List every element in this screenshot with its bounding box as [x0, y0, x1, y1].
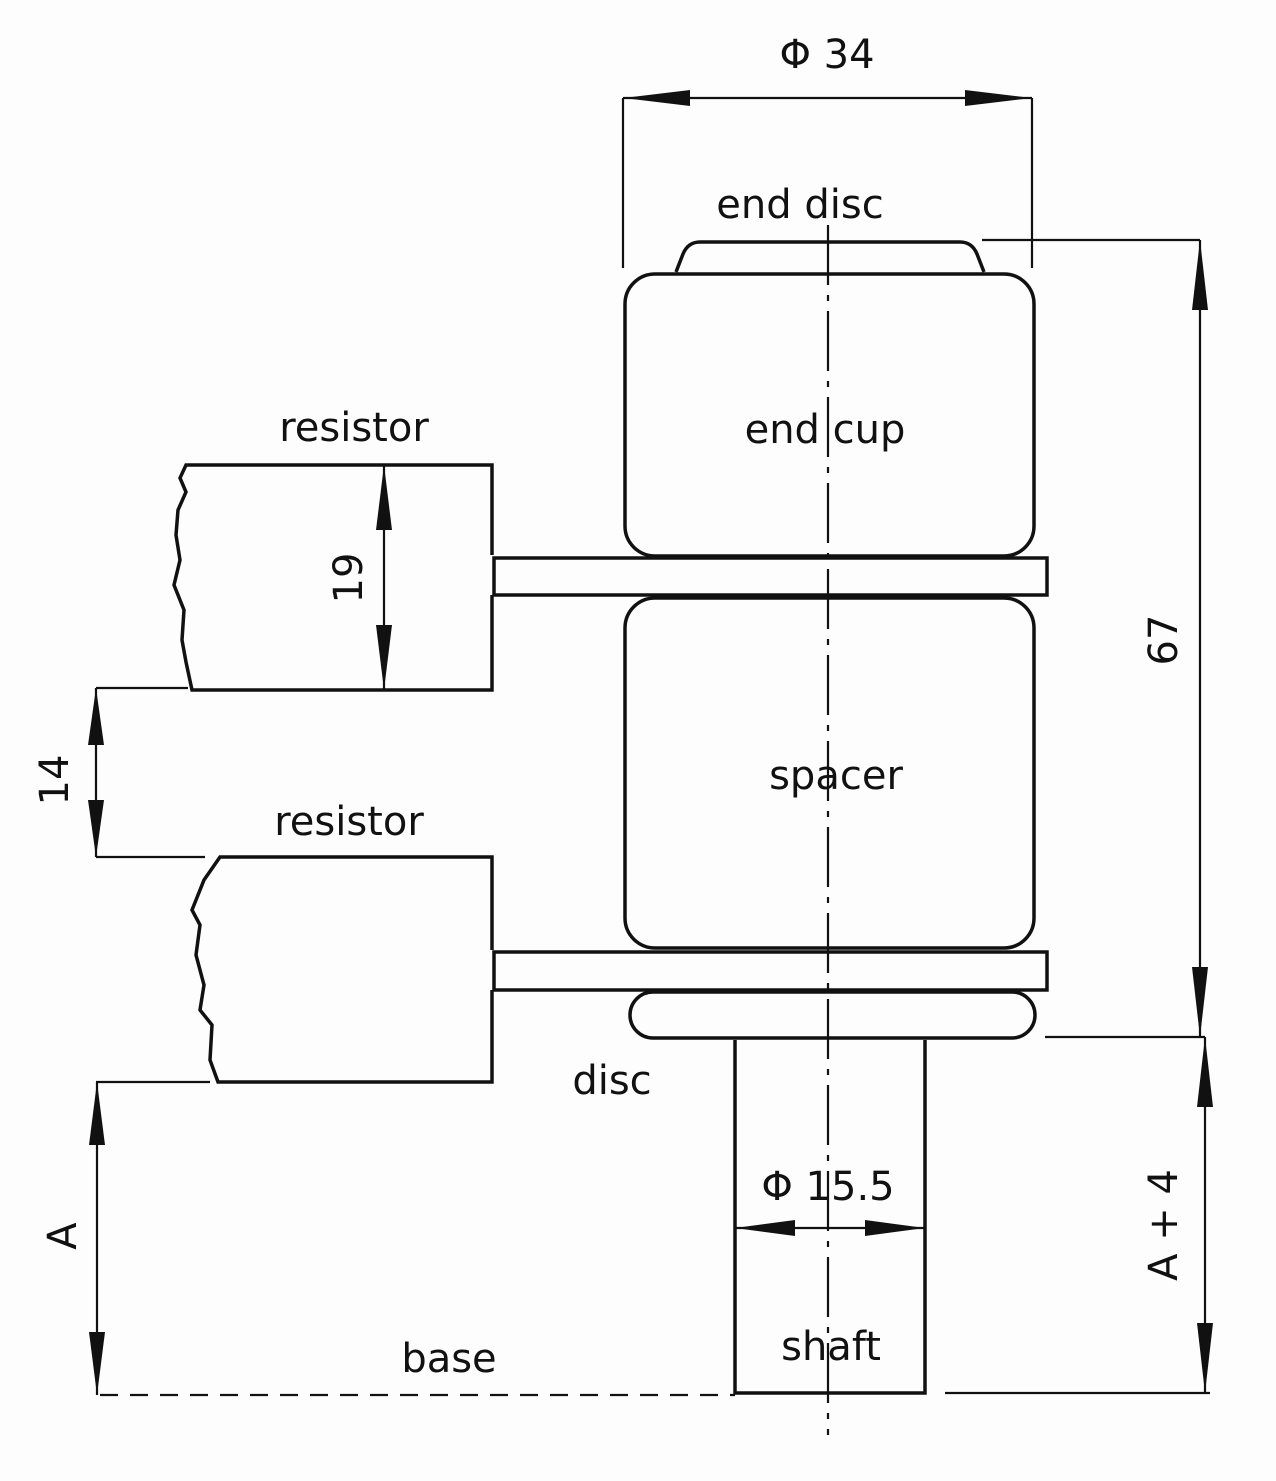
spacer-block [623, 596, 1036, 950]
label-dia-15-5: Φ 15.5 [761, 1164, 894, 1210]
label-shaft: shaft [781, 1324, 881, 1370]
label-dim-67: 67 [1141, 615, 1187, 666]
label-end-cup: end cup [745, 407, 906, 453]
label-resistor-top: resistor [279, 405, 429, 451]
dim-diameter-15-5 [735, 1220, 925, 1236]
disc-ring [628, 990, 1037, 1040]
label-dia-34: Φ 34 [779, 32, 874, 78]
label-spacer: spacer [769, 753, 903, 799]
lower-plate [492, 950, 1049, 992]
label-end-disc: end disc [716, 182, 883, 228]
label-disc: disc [572, 1058, 651, 1104]
label-dim-14: 14 [32, 755, 78, 806]
dim-a-plus-4 [945, 1037, 1213, 1395]
label-base: base [401, 1336, 496, 1382]
lower-resistor [190, 855, 494, 1084]
label-dim-a-plus-4: A + 4 [1141, 1169, 1187, 1281]
dim-diameter-34 [621, 90, 1034, 268]
end-disc [674, 240, 986, 273]
label-dim-a: A [40, 1222, 86, 1250]
upper-plate [492, 556, 1049, 597]
label-dim-19: 19 [326, 553, 372, 604]
dim-resistor-19 [376, 465, 392, 690]
label-resistor-bottom: resistor [274, 799, 424, 845]
dim-a [89, 1080, 210, 1395]
dim-gap-14 [88, 686, 205, 859]
shaft-body [733, 1040, 927, 1395]
upper-resistor [172, 463, 494, 692]
dim-height-67 [982, 238, 1208, 1039]
end-cup [623, 272, 1036, 558]
